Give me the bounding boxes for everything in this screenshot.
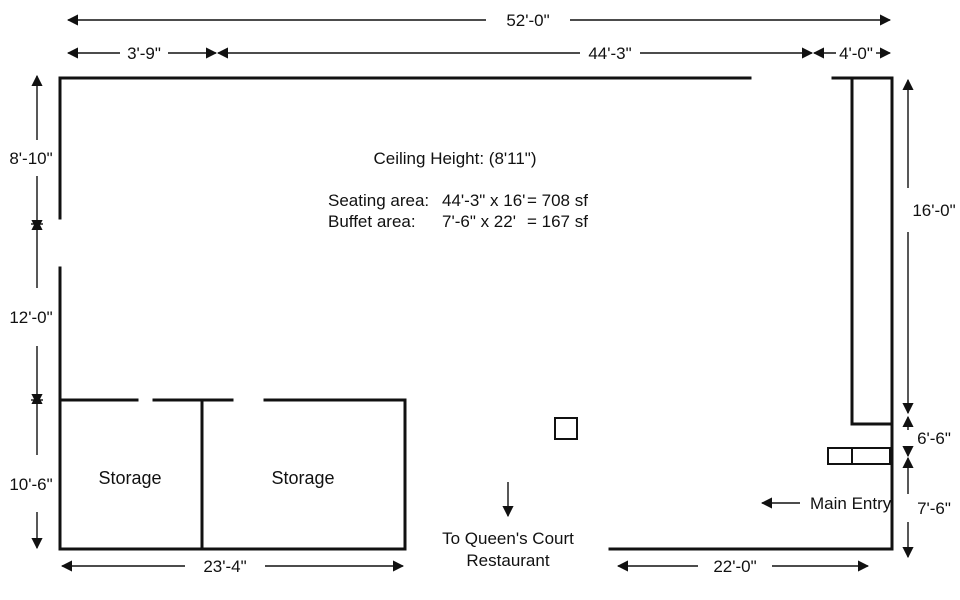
dim-text-right-middle: 6'-6": [917, 429, 951, 448]
dim-text-left-middle: 12'-0": [9, 308, 52, 327]
storage-left-label: Storage: [98, 468, 161, 488]
ceiling-height: Ceiling Height: (8'11"): [374, 149, 537, 168]
dim-text-right-lower: 7'-6": [917, 499, 951, 518]
seating-area-label: Seating area:: [328, 191, 429, 210]
restaurant-label-line1: To Queen's Court: [442, 529, 574, 548]
entry-counter: [827, 447, 891, 465]
seating-area-sf: = 708 sf: [527, 191, 588, 210]
dim-text-bottom-storage: 23'-4": [203, 557, 246, 576]
storage-right-label: Storage: [271, 468, 334, 488]
seating-area-dims: 44'-3" x 16': [442, 191, 525, 210]
dim-text-right-segment: 4'-0": [839, 44, 873, 63]
dimension-lines: [31, 14, 914, 572]
dim-text-left-lower: 10'-6": [9, 475, 52, 494]
annotation-arrows: [502, 482, 800, 518]
main-entry-label: Main Entry: [810, 494, 892, 513]
dim-text-bottom-entry: 22'-0": [713, 557, 756, 576]
dim-text-left-segment: 3'-9": [127, 44, 161, 63]
room-labels: Storage Storage To Queen's Court Restaur…: [98, 468, 891, 570]
buffet-area-dims: 7'-6" x 22': [442, 212, 516, 231]
dim-text-left-upper: 8'-10": [9, 149, 52, 168]
dim-text-right-upper: 16'-0": [912, 201, 955, 220]
column: [554, 417, 578, 440]
buffet-area-sf: = 167 sf: [527, 212, 588, 231]
dim-text-center-segment: 44'-3": [588, 44, 631, 63]
dimension-labels: 52'-0" 3'-9" 44'-3" 4'-0" 8'-10" 12'-0" …: [9, 11, 955, 576]
walls: [58, 76, 894, 551]
dim-text-overall-width: 52'-0": [506, 11, 549, 30]
area-notes: Ceiling Height: (8'11") Seating area: 44…: [328, 149, 588, 231]
restaurant-label-line2: Restaurant: [466, 551, 549, 570]
buffet-area-label: Buffet area:: [328, 212, 416, 231]
